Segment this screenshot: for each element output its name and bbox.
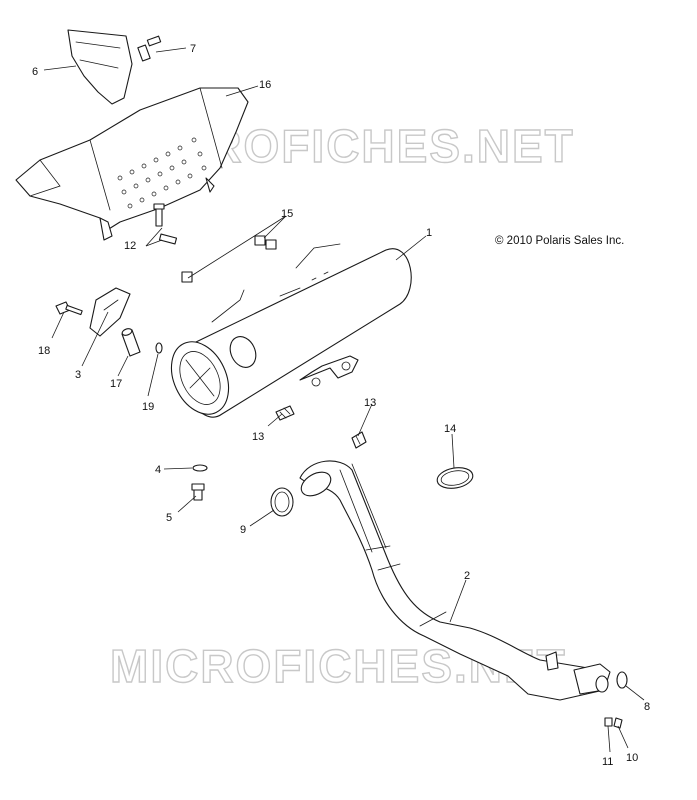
clip-15 — [181, 235, 277, 283]
bracket-3 — [89, 287, 131, 337]
callout-8: 8 — [644, 701, 650, 713]
nut-11 — [604, 717, 613, 727]
callout-17: 17 — [110, 378, 122, 390]
callout-5: 5 — [166, 512, 172, 524]
callout-13b: 13 — [364, 397, 376, 409]
head-pipe — [299, 460, 611, 701]
callout-11: 11 — [602, 756, 613, 768]
perforated-heat-shield — [15, 87, 249, 241]
callouts: 1 2 3 4 5 6 7 8 9 10 11 12 13 13 14 15 1… — [32, 43, 650, 768]
callout-1: 1 — [426, 227, 432, 239]
callout-6: 6 — [32, 66, 38, 78]
bolt-7 — [137, 35, 162, 62]
band-clamp — [436, 467, 474, 489]
callout-15: 15 — [281, 208, 293, 220]
callout-4: 4 — [155, 464, 161, 476]
gasket-8 — [616, 671, 628, 689]
leader-lines — [43, 47, 645, 753]
callout-12: 12 — [124, 240, 136, 252]
copyright-text: © 2010 Polaris Sales Inc. — [495, 235, 625, 247]
spring-10 — [613, 717, 623, 729]
washer-19 — [155, 342, 163, 354]
callout-19: 19 — [142, 401, 154, 413]
callout-9: 9 — [240, 524, 246, 536]
callout-3: 3 — [75, 369, 81, 381]
callout-18: 18 — [38, 345, 50, 357]
callout-16: 16 — [259, 79, 271, 91]
callout-10: 10 — [626, 752, 638, 764]
callout-7: 7 — [190, 43, 196, 55]
callout-2: 2 — [464, 570, 470, 582]
callout-13a: 13 — [252, 431, 264, 443]
spacer-17 — [121, 328, 141, 357]
muffler — [170, 243, 412, 418]
callout-14: 14 — [444, 423, 456, 435]
heat-shield-bracket — [67, 29, 133, 105]
bolt-18 — [55, 301, 83, 316]
gasket-9 — [270, 487, 294, 517]
bolt-12 — [153, 203, 178, 245]
plug-5 — [191, 483, 205, 501]
clamp-13a — [275, 405, 295, 421]
washer-4 — [192, 464, 208, 472]
